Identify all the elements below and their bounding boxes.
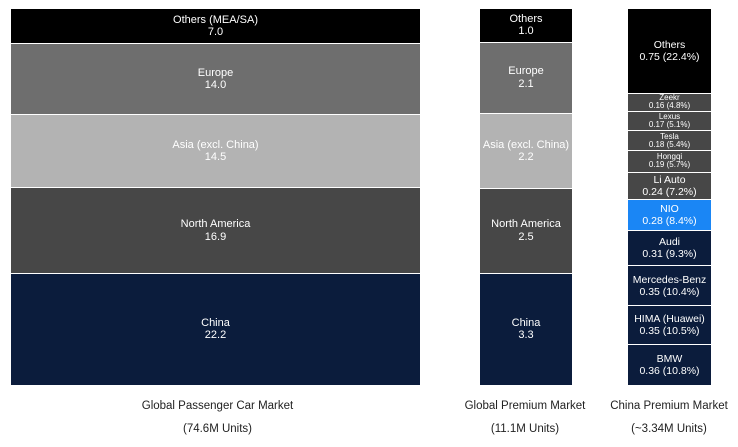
segment-value: 1.0 (518, 25, 534, 38)
segment-value: 0.28 (8.4%) (642, 215, 697, 228)
chart-1-subtitle: (74.6M Units) (182, 423, 253, 435)
segment-label: Others (653, 38, 686, 51)
segment-label: Asia (excl. China) (482, 138, 570, 151)
segment-label: HIMA (Huawei) (634, 313, 705, 326)
segment-value: 0.36 (10.8%) (639, 365, 700, 378)
segment-value: 0.31 (9.3%) (642, 248, 697, 261)
chart-3-subtitle: (~3.34M Units) (631, 423, 707, 435)
segment-label: Others (509, 12, 543, 25)
segment-value: 0.24 (7.2%) (642, 185, 697, 198)
segment-value: 16.9 (204, 230, 227, 243)
segment-value: 14.5 (204, 151, 227, 164)
segment-value: 2.2 (518, 151, 534, 164)
segment-label: NIO (660, 202, 679, 215)
segment-value: 14.0 (204, 79, 227, 92)
segment-value: 0.75 (22.4%) (639, 50, 700, 63)
segment-label: Audi (658, 236, 680, 249)
segment-label: China (201, 316, 230, 329)
segment-value: 0.16 (4.8%) (648, 101, 691, 111)
segment-label: Mercedes-Benz (632, 273, 707, 286)
segment-label: BMW (656, 353, 683, 366)
segment-value: 2.1 (518, 78, 534, 91)
segment-label: North America (491, 218, 561, 231)
segment-value: 0.17 (5.1%) (648, 119, 691, 129)
segment-label: North America (180, 217, 251, 230)
segment-label: Lexus (658, 111, 681, 121)
chart-2-subtitle: (11.1M Units) (490, 423, 560, 435)
chart-3-title: China Premium Market (610, 400, 728, 412)
segment-label: Hongqi (656, 152, 683, 162)
segment-label: Li Auto (653, 173, 686, 186)
segment-value: 22.2 (204, 329, 227, 342)
segment-label: Europe (197, 66, 234, 79)
segment-label: Asia (excl. China) (172, 138, 259, 151)
chart-2-title: Global Premium Market (464, 400, 586, 412)
chart-2-segment-asia-excl-china: Asia (excl. China)2.2 (480, 114, 572, 189)
segment-value: 7.0 (207, 26, 224, 39)
segment-label: Tesla (660, 131, 679, 141)
segment-value: 2.5 (518, 230, 534, 243)
segment-value: 0.35 (10.5%) (639, 325, 700, 338)
chart-1-segment-others-mea-sa: Others (MEA/SA)7.0 (11, 9, 420, 45)
segment-label: Zeekr (659, 93, 680, 103)
segment-value: 3.3 (518, 329, 534, 342)
segment-label: Others (MEA/SA) (173, 13, 258, 26)
segment-value: 0.19 (5.7%) (648, 160, 691, 170)
segment-label: Europe (508, 65, 544, 78)
segment-value: 0.35 (10.4%) (639, 285, 700, 298)
segment-label: China (511, 316, 541, 329)
segment-value: 0.18 (5.4%) (648, 139, 691, 149)
chart-3-segment-hima-huawei: HIMA (Huawei)0.35 (10.5%) (628, 305, 711, 346)
chart-1-segment-asia-excl-china: Asia (excl. China)14.5 (11, 115, 420, 189)
chart-1-title: Global Passenger Car Market (141, 400, 294, 412)
